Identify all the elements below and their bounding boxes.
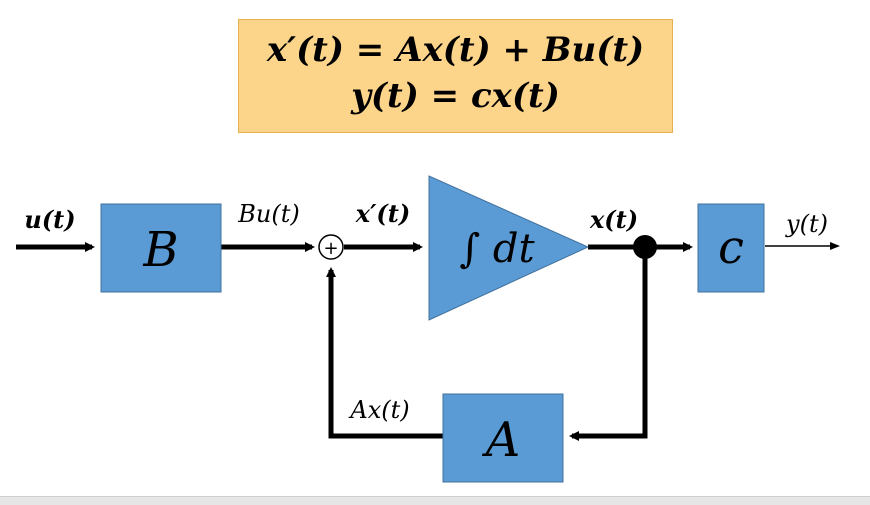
wire-feedback-down <box>569 247 648 441</box>
label-output: y(t) <box>785 210 828 238</box>
block-b <box>100 203 222 293</box>
integrator-block <box>428 175 590 321</box>
equation-box <box>238 19 673 133</box>
label-xprime: x′(t) <box>355 199 410 228</box>
label-x: x(t) <box>589 205 638 234</box>
block-c <box>697 203 765 293</box>
block-a-label: A <box>482 412 521 468</box>
label-input: u(t) <box>24 205 75 234</box>
wire-feedback-up <box>326 267 443 439</box>
state-equation: x′(t) = Ax(t) + Bu(t) <box>266 30 645 70</box>
label-ax: Ax(t) <box>348 396 409 424</box>
block-c-label: c <box>718 220 744 274</box>
block-a <box>442 393 564 483</box>
label-bu: Bu(t) <box>237 200 299 228</box>
summing-junction-sign: + <box>323 238 338 259</box>
block-b-label: B <box>142 222 178 278</box>
branch-point <box>633 235 657 259</box>
integrator-label: ∫ dt <box>459 226 535 272</box>
bottom-strip <box>0 496 870 505</box>
output-equation: y(t) = cx(t) <box>351 76 560 116</box>
summing-junction <box>318 234 344 260</box>
